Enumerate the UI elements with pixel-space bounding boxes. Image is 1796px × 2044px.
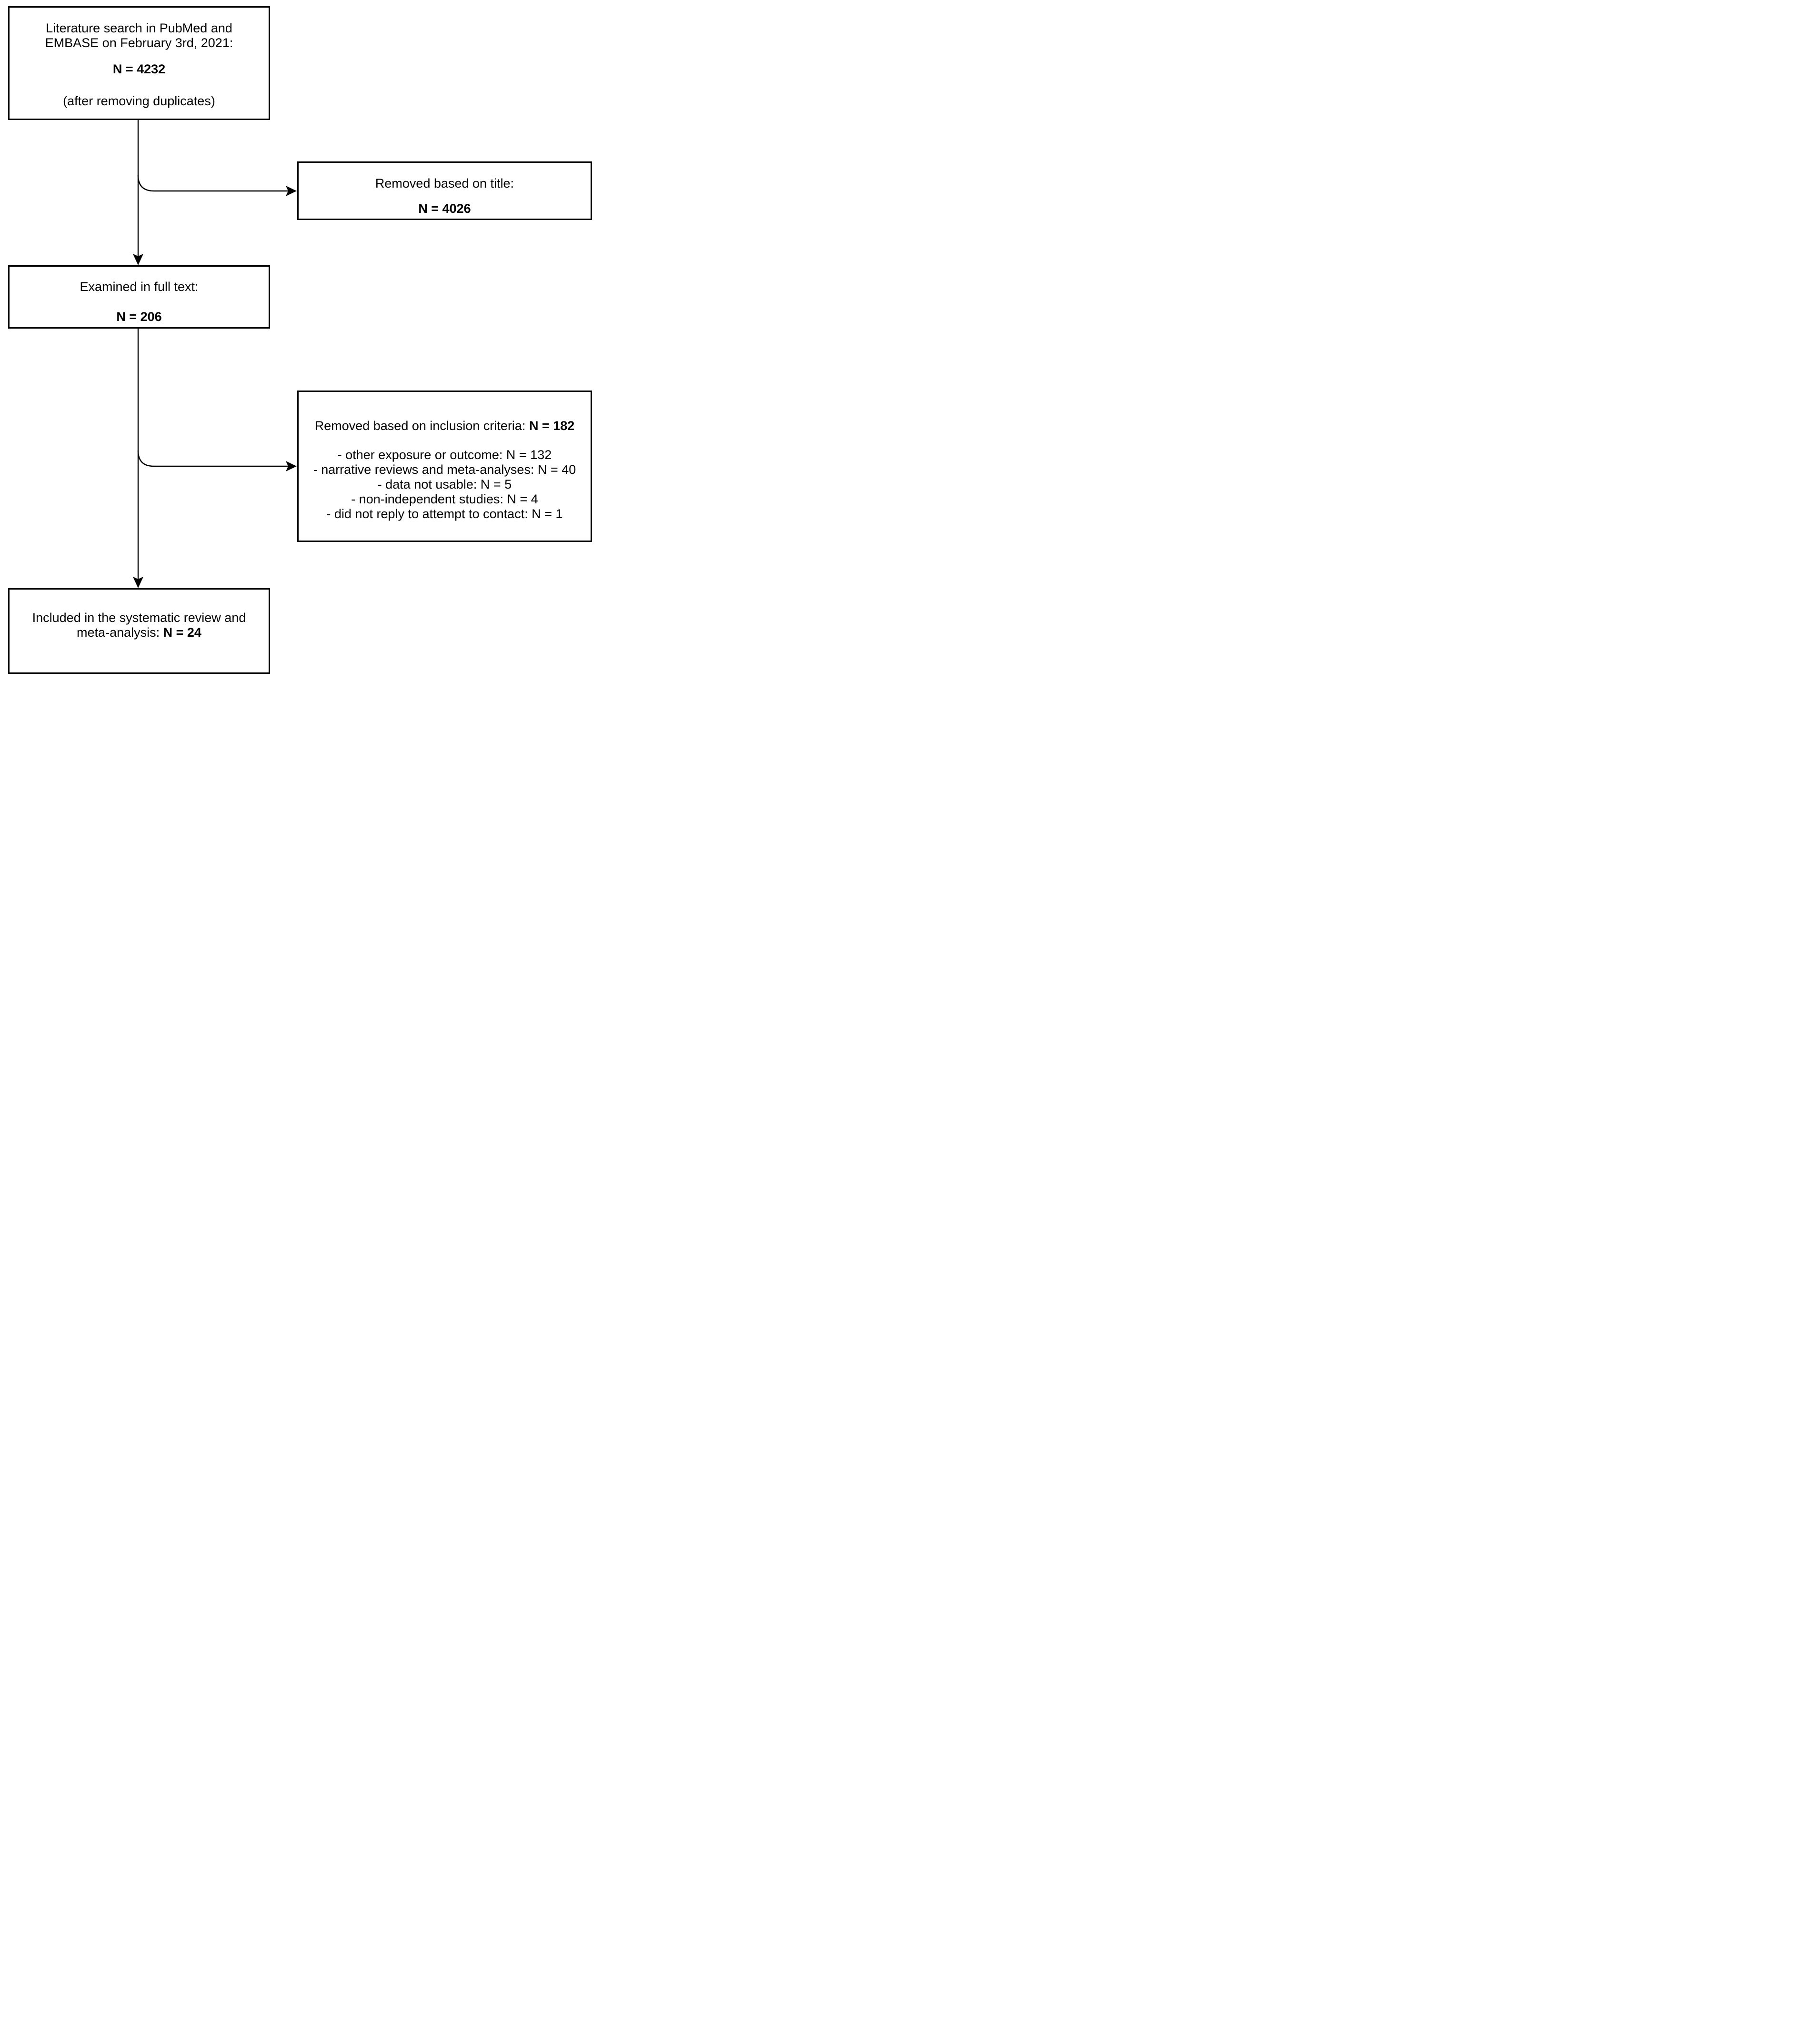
box-removed-by-criteria: Removed based on inclusion criteria: N =… — [297, 391, 592, 542]
exclusion-reason-list: - other exposure or outcome: N = 132 - n… — [313, 448, 576, 521]
arrow-down-icon — [133, 254, 143, 265]
connector-branch-removed-criteria — [137, 450, 288, 467]
arrow-down-icon — [133, 577, 143, 588]
box-included-in-review: Included in the systematic review and me… — [8, 588, 270, 674]
removed-criteria-count: N = 182 — [529, 419, 575, 433]
duplicates-note: (after removing duplicates) — [63, 94, 215, 108]
exclusion-reason: - did not reply to attempt to contact: N… — [326, 507, 563, 521]
box-removed-by-title: Removed based on title: N = 4026 — [297, 161, 592, 220]
exclusion-reason: - non-independent studies: N = 4 — [351, 492, 538, 506]
literature-search-label: Literature search in PubMed and EMBASE o… — [45, 21, 233, 50]
box-literature-search: Literature search in PubMed and EMBASE o… — [8, 6, 270, 120]
removed-title-label: Removed based on title: — [375, 176, 514, 190]
arrow-right-icon — [286, 186, 297, 196]
included-count: N = 24 — [163, 625, 201, 640]
flowchart-canvas: Literature search in PubMed and EMBASE o… — [0, 0, 599, 681]
connector-branch-removed-title — [137, 175, 288, 192]
full-text-label: Examined in full text: — [80, 280, 199, 294]
included-text: Included in the systematic review and me… — [19, 611, 259, 640]
flow-connectors — [133, 120, 297, 588]
included-label: Included in the systematic review and me… — [32, 610, 246, 640]
exclusion-reason: - other exposure or outcome: N = 132 — [337, 448, 552, 462]
removed-title-count: N = 4026 — [418, 201, 471, 216]
exclusion-reason: - narrative reviews and meta-analyses: N… — [313, 462, 576, 477]
exclusion-reason: - data not usable: N = 5 — [377, 477, 512, 491]
box-examined-full-text: Examined in full text: N = 206 — [8, 265, 270, 329]
arrow-right-icon — [286, 461, 297, 471]
removed-criteria-title: Removed based on inclusion criteria: N =… — [315, 419, 575, 433]
removed-criteria-label: Removed based on inclusion criteria: — [314, 419, 529, 433]
literature-search-count: N = 4232 — [112, 62, 166, 76]
full-text-count: N = 206 — [116, 310, 162, 324]
